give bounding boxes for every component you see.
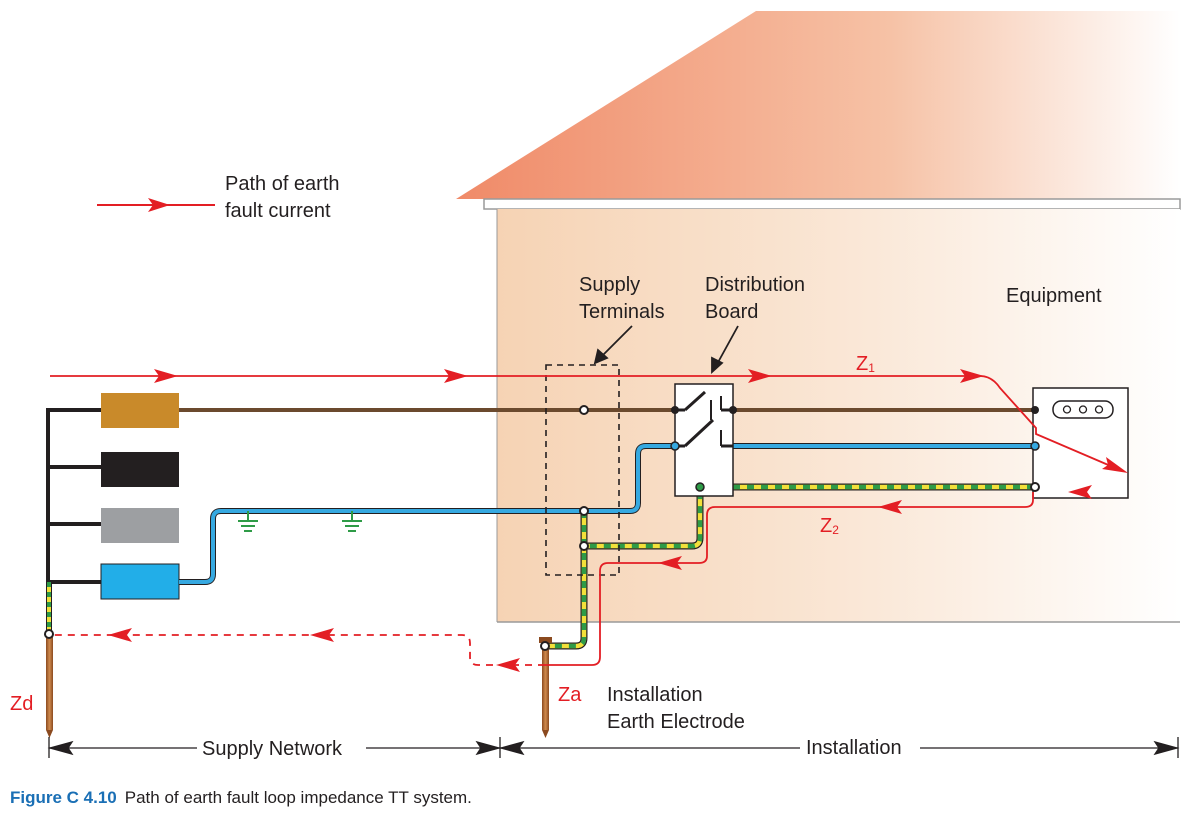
zd-label: Zd: [10, 693, 33, 715]
distribution-board-pointer: [715, 325, 739, 367]
supply-terminals-label-2: Terminals: [579, 301, 665, 323]
neutral-conductor-supply-fill: [179, 444, 675, 584]
installation-earth-terminal: [540, 641, 550, 651]
fault-arrows: [108, 369, 1128, 672]
z2-label: Z2: [820, 515, 839, 537]
supply-terminals-pointer-head: [593, 348, 609, 365]
supply-terminal-earth: [579, 541, 589, 551]
arrow-icon: [878, 500, 902, 514]
socket-outlet-icon: [1052, 400, 1114, 419]
fault-path-ground: [53, 634, 545, 666]
electrode-label-1: Installation: [607, 684, 703, 706]
arrow-icon: [498, 740, 525, 756]
earthing-conductor-green: [546, 511, 587, 649]
supply-terminals-pointer: [599, 325, 633, 359]
earth-symbol-icon: [238, 511, 258, 532]
supply-terminal-neutral: [579, 506, 589, 516]
arrow-icon: [475, 740, 502, 756]
supply-terminals-box: [545, 364, 620, 576]
installation-earth-electrode: [539, 637, 552, 738]
house-eaves: [483, 198, 1181, 210]
supply-network-label: Supply Network: [202, 738, 343, 760]
fault-path-return: [545, 492, 1034, 666]
supply-terminal-line: [579, 405, 589, 415]
figure-number: Figure C 4.10: [10, 788, 117, 807]
phase-winding-l3: [101, 508, 179, 543]
label-pointers: [593, 325, 739, 375]
supply-electrode-tip: [46, 730, 53, 738]
distribution-board: [670, 383, 737, 497]
earth-symbol-icon: [342, 511, 362, 532]
supply-earth-terminal: [44, 629, 54, 639]
db-line-in: [671, 406, 679, 414]
supply-earth-electrode: [46, 634, 53, 730]
installation-electrode-clamp: [539, 637, 552, 643]
electrode-label-2: Earth Electrode: [607, 711, 745, 733]
house-roof: [456, 11, 1180, 199]
installation-label: Installation: [806, 737, 902, 759]
legend: Path of earth fault current: [97, 173, 340, 222]
distribution-board-box: [674, 383, 734, 497]
za-label: Za: [558, 684, 582, 706]
phase-winding-l1: [101, 393, 179, 428]
arrow-icon: [496, 658, 520, 672]
neutral-winding: [100, 563, 180, 600]
arrow-icon: [108, 628, 132, 642]
arrow-icon: [1068, 485, 1092, 499]
z1-label: Z1: [856, 353, 875, 375]
arrow-icon: [748, 369, 772, 383]
installation-electrode-tip: [542, 730, 549, 738]
arrow-icon: [310, 628, 334, 642]
supply-transformer: [46, 393, 180, 600]
distribution-board-pointer-head: [711, 356, 724, 375]
supply-terminals-label-1: Supply: [579, 274, 640, 296]
distribution-board-label-1: Distribution: [705, 274, 805, 296]
db-line-out: [729, 406, 737, 414]
legend-text-1: Path of earth: [225, 173, 340, 195]
arrow-icon: [444, 369, 468, 383]
equipment-line-terminal: [1031, 406, 1039, 414]
figure-caption-text: Path of earth fault loop impedance TT sy…: [125, 788, 472, 807]
arrow-icon: [1102, 457, 1128, 473]
dimension-lines: [47, 737, 1180, 758]
arrow-icon: [960, 369, 984, 383]
phase-winding-l2: [101, 452, 179, 487]
arrow-icon: [658, 556, 682, 570]
db-earth-bar: [695, 482, 705, 492]
star-point-bus: [46, 408, 102, 584]
arrow-icon: [148, 198, 170, 212]
supply-earth: [44, 582, 54, 738]
figure-caption: Figure C 4.10 Path of earth fault loop im…: [10, 788, 472, 807]
legend-text-2: fault current: [225, 200, 331, 222]
distribution-board-label-2: Board: [705, 301, 758, 323]
equipment-label: Equipment: [1006, 285, 1102, 307]
db-neutral-in: [670, 441, 680, 451]
arrow-icon: [47, 740, 74, 756]
switch-contact-icon: [675, 390, 733, 448]
house: [456, 11, 1181, 623]
arrow-icon: [154, 369, 178, 383]
equipment: [1030, 387, 1129, 499]
equipment-neutral-terminal: [1030, 441, 1040, 451]
installation-electrode-rod: [542, 646, 549, 730]
equipment-earth-terminal: [1030, 482, 1040, 492]
arrow-icon: [1153, 740, 1180, 756]
